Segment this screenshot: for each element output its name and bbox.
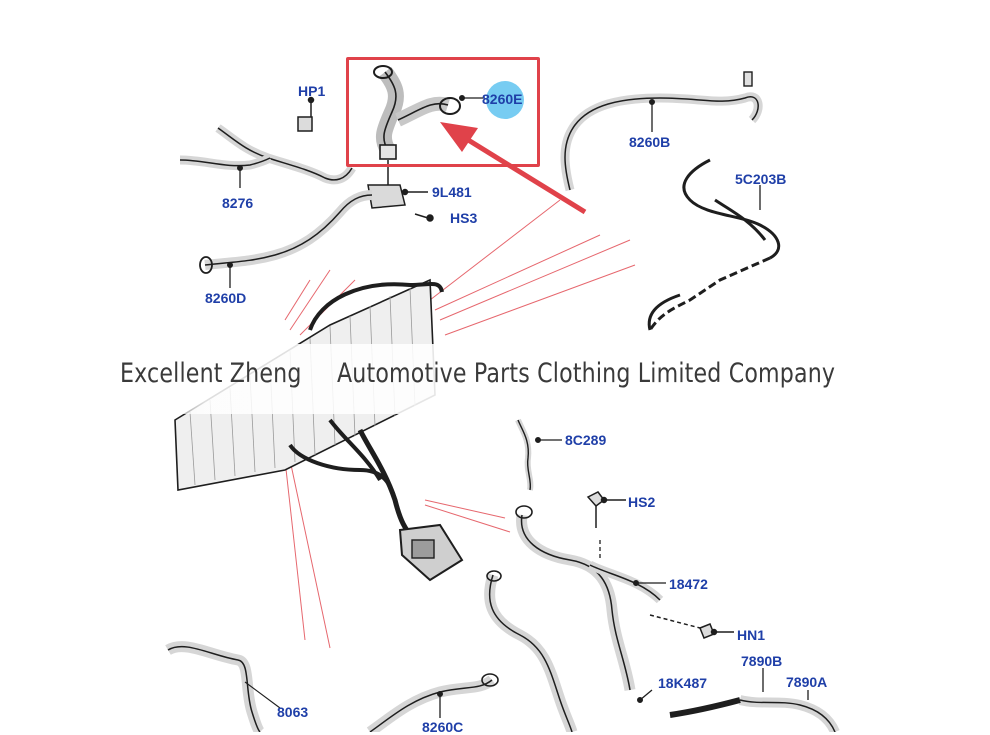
label-HN1: HN1 (737, 627, 766, 643)
label-18K487: 18K487 (658, 675, 708, 691)
hoses-7890 (637, 668, 840, 732)
label-9L481: 9L481 (432, 184, 472, 200)
nut-HN1 (649, 614, 734, 639)
label-7890B: 7890B (741, 653, 783, 669)
label-HS2: HS2 (628, 494, 656, 510)
housing-9L481 (367, 160, 434, 222)
screw-HS2 (586, 491, 626, 528)
hose-8260E (373, 65, 484, 160)
label-8276: 8276 (222, 195, 254, 211)
watermark-band (110, 344, 900, 414)
label-HS3: HS3 (450, 210, 478, 226)
watermark-right: Automotive Parts Clothing Limited Compan… (337, 358, 836, 389)
label-8260D: 8260D (205, 290, 247, 306)
callout-arrow (440, 122, 587, 215)
highlight-frame-8260E (346, 57, 540, 167)
pipe-8C289 (515, 418, 562, 491)
label-5C203B: 5C203B (735, 171, 787, 187)
hose-8276 (179, 124, 356, 188)
hose-8260D (199, 190, 373, 288)
label-8260B: 8260B (629, 134, 671, 150)
label-8260E: 8260E (482, 91, 523, 107)
clip-HP1 (297, 96, 315, 132)
label-HP1: HP1 (298, 83, 326, 99)
label-8260C: 8260C (422, 719, 464, 735)
callout-rays (284, 199, 636, 649)
label-8063: 8063 (277, 704, 309, 720)
harness-5C203B (647, 158, 781, 331)
hose-8063 (165, 641, 281, 732)
watermark-left: Excellent Zheng (120, 358, 302, 389)
hose-8260B (560, 71, 763, 192)
label-7890A: 7890A (786, 674, 828, 690)
hose-8260C (366, 673, 499, 732)
label-18472: 18472 (669, 576, 708, 592)
fan-harness (328, 418, 464, 582)
hose-lower-center (484, 570, 578, 732)
label-8C289: 8C289 (565, 432, 607, 448)
hose-18472 (515, 505, 666, 691)
highlight-marker (486, 81, 524, 119)
